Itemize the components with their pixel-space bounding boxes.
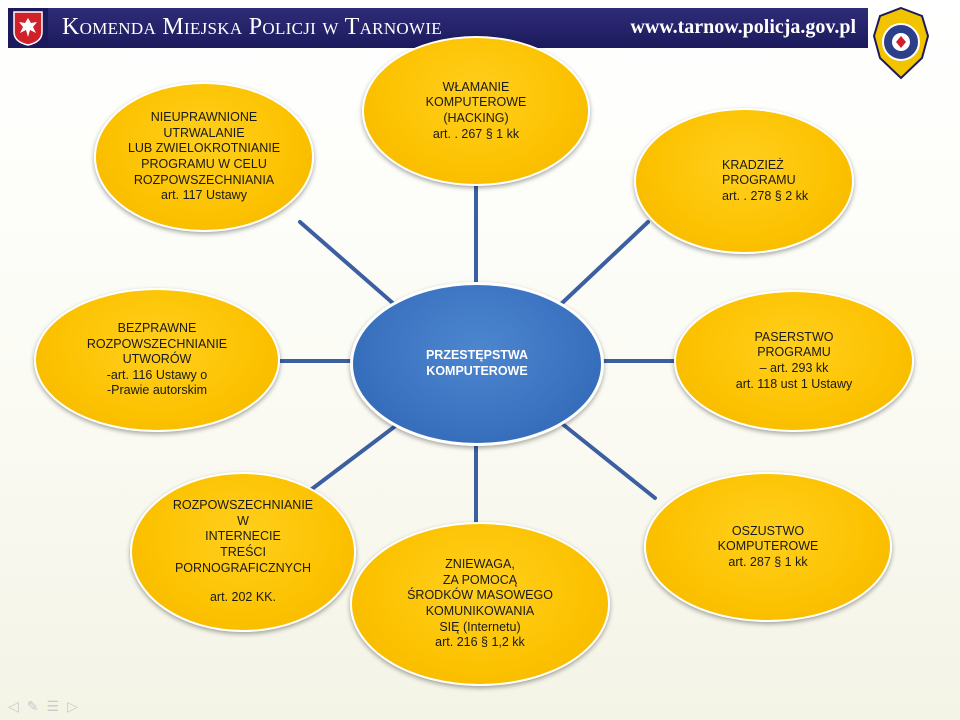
node-top-left: NIEUPRAWNIONE UTRWALANIE LUB ZWIELOKROTN… xyxy=(94,82,314,232)
node-bottom: ZNIEWAGA, ZA POMOCĄ ŚRODKÓW MASOWEGO KOM… xyxy=(350,522,610,686)
node-text: SIĘ (Internetu) xyxy=(439,619,521,634)
node-center: PRZESTĘPSTWA KOMPUTEROWE xyxy=(350,282,604,446)
node-text: WŁAMANIE xyxy=(442,79,510,94)
node-text: PROGRAMU xyxy=(722,173,796,188)
connector-top-right xyxy=(558,220,650,307)
node-text: INTERNECIE xyxy=(205,529,281,544)
connector-bottom-right xyxy=(558,420,657,500)
node-left: BEZPRAWNE ROZPOWSZECHNIANIE UTWORÓW -art… xyxy=(34,288,280,432)
node-text: art. 202 KK. xyxy=(209,590,276,605)
node-bottom-left: ROZPOWSZECHNIANIE W INTERNECIE TREŚCI PO… xyxy=(130,472,356,632)
node-text: OSZUSTWO xyxy=(731,523,805,538)
node-text: BEZPRAWNE xyxy=(117,320,197,335)
connector-top-left xyxy=(298,220,397,307)
slideshow-nav: ◁ ✎ ☰ ▷ xyxy=(8,698,78,714)
node-text: (HACKING) xyxy=(443,111,509,125)
node-right: PASERSTWO PROGRAMU – art. 293 kk art. 11… xyxy=(674,290,914,432)
nav-forward-icon[interactable]: ▷ xyxy=(67,698,78,714)
node-top: WŁAMANIE KOMPUTEROWE (HACKING) art. . 26… xyxy=(362,36,590,186)
node-center-text: KOMPUTEROWE xyxy=(426,364,528,378)
node-text: KRADZIEŻ xyxy=(722,157,784,172)
node-text: art. 118 ust 1 Ustawy xyxy=(735,376,853,391)
police-badge-icon xyxy=(870,6,932,80)
node-text: art. 117 Ustawy xyxy=(161,188,247,203)
node-text: PORNOGRAFICZNYCH xyxy=(174,560,312,575)
node-text: art. . 278 § 2 kk xyxy=(722,188,809,203)
node-text: W xyxy=(237,513,249,528)
node-text: NIEUPRAWNIONE xyxy=(150,110,258,125)
node-text: ZA POMOCĄ xyxy=(442,572,518,587)
node-text: KOMPUTEROWE xyxy=(717,539,819,554)
node-text: ZNIEWAGA, xyxy=(445,557,515,572)
node-text: UTRWALANIE xyxy=(163,125,245,140)
node-text: ŚRODKÓW MASOWEGO xyxy=(407,588,553,603)
node-text: art. . 267 § 1 kk xyxy=(432,126,520,141)
node-text: LUB ZWIELOKROTNIANIE xyxy=(127,141,281,156)
node-text: KOMPUTEROWE xyxy=(425,95,527,110)
header-url[interactable]: www.tarnow.policja.gov.pl xyxy=(630,16,856,38)
node-text: art. 287 § 1 kk xyxy=(728,554,808,569)
node-text: -art. 116 Ustawy o xyxy=(106,367,208,382)
node-text: ROZPOWSZECHNIANIE xyxy=(172,498,314,513)
node-text: PROGRAMU xyxy=(757,345,831,360)
nav-back-icon[interactable]: ◁ xyxy=(8,698,19,714)
node-center-text: PRZESTĘPSTWA xyxy=(425,348,529,363)
nav-pen-icon[interactable]: ✎ xyxy=(26,698,39,714)
node-text: ROZPOWSZECHNIANIA xyxy=(133,172,275,187)
header-title: Komenda Miejska Policji w Tarnowie xyxy=(62,14,442,40)
header: Komenda Miejska Policji w Tarnowie www.t… xyxy=(0,0,960,80)
connector-bottom-left xyxy=(298,422,400,500)
node-text: ROZPOWSZECHNIANIE xyxy=(86,336,228,351)
node-text: UTWORÓW xyxy=(122,352,192,367)
node-bottom-right: OSZUSTWO KOMPUTEROWE art. 287 § 1 kk xyxy=(644,472,892,622)
node-text: TREŚCI xyxy=(220,545,266,559)
node-text: PROGRAMU W CELU xyxy=(141,157,267,171)
node-text: – art. 293 kk xyxy=(759,361,829,375)
node-text: art. 216 § 1,2 kk xyxy=(435,635,525,650)
node-text: PASERSTWO xyxy=(754,329,834,344)
eagle-emblem-icon xyxy=(8,8,48,48)
node-top-right: KRADZIEŻ PROGRAMU art. . 278 § 2 kk xyxy=(634,108,854,254)
nav-menu-icon[interactable]: ☰ xyxy=(46,698,60,714)
node-text: KOMUNIKOWANIA xyxy=(425,604,535,618)
node-text: -Prawie autorskim xyxy=(106,383,208,398)
